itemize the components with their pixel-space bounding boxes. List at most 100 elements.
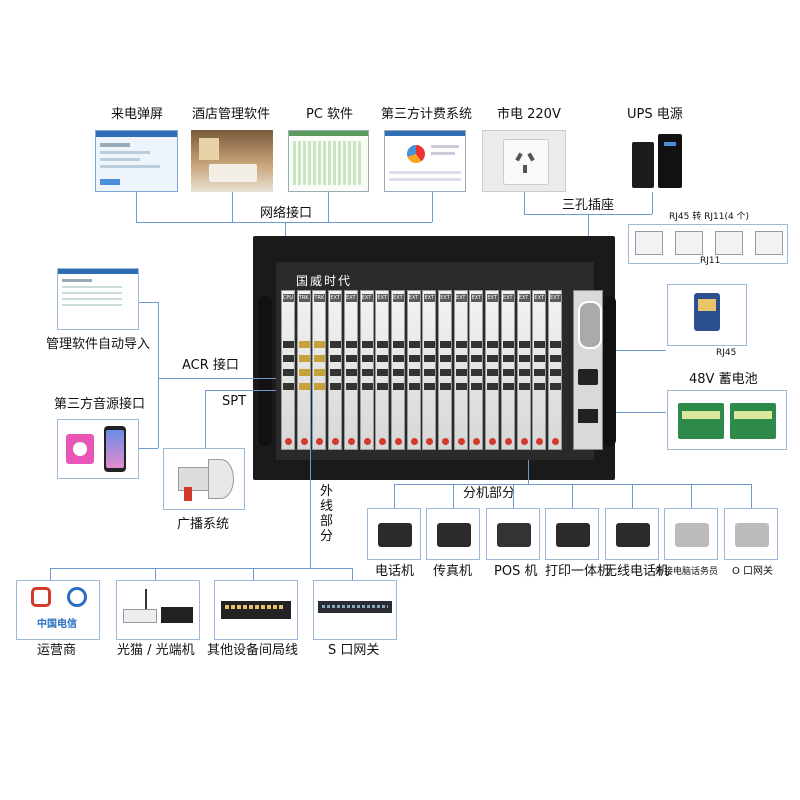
card-label: CPU <box>282 295 294 301</box>
optical-modem-box <box>116 580 200 640</box>
audio-devices-box <box>57 419 139 479</box>
card-label: TRK <box>314 295 325 301</box>
ups-image <box>612 130 694 192</box>
extension-line <box>528 460 529 484</box>
telephone-label: 电话机 <box>375 564 415 579</box>
hotel-room-photo <box>191 130 273 192</box>
incoming-popup-screenshot <box>95 130 178 192</box>
fax-box <box>426 508 480 560</box>
broadcast-label: 广播系统 <box>177 517 230 532</box>
trunk-part-label: 外线部分 <box>320 484 334 544</box>
card-label: EXT <box>455 295 466 301</box>
trunk-drop <box>155 568 156 580</box>
network-link-line <box>432 192 433 222</box>
card-slot-ext: EXT <box>500 290 515 450</box>
card-slot-ext: EXT <box>547 290 562 450</box>
s-gateway-box <box>313 580 397 640</box>
card-slot-cpu: CPU <box>281 290 295 450</box>
acr-interface-label: ACR 接口 <box>182 358 239 373</box>
operator-console-box <box>664 508 718 560</box>
rack-handle-left <box>258 296 272 446</box>
card-label: EXT <box>440 295 450 301</box>
printer-box <box>545 508 599 560</box>
card-slot-ext: EXT <box>516 290 531 450</box>
card-label: EXT <box>550 295 560 301</box>
card-slot-ext: EXT <box>328 290 343 450</box>
extension-bus-line <box>395 484 751 485</box>
card-label: EXT <box>534 295 544 301</box>
third-party-audio-label: 第三方音源接口 <box>54 397 146 412</box>
spt-label: SPT <box>222 394 247 409</box>
socket-line <box>524 192 525 214</box>
china-telecom-logo: 中国电信 <box>37 619 77 630</box>
card-slot-ext: EXT <box>375 290 390 450</box>
card-label: EXT <box>377 295 387 301</box>
rj45-to-rj11-label: RJ45 转 RJ11(4 个) <box>669 212 750 222</box>
card-slot-ext: EXT <box>390 290 405 450</box>
battery-line <box>596 412 666 413</box>
ups-line <box>652 192 653 214</box>
extension-drop <box>632 484 633 508</box>
pos-box <box>486 508 540 560</box>
s-gateway-label: S 口网关 <box>328 643 380 658</box>
billing-system-screenshot <box>384 130 466 192</box>
network-bus-line <box>136 222 432 223</box>
card-label: EXT <box>361 295 372 301</box>
printer-label: 打印一体机 <box>545 564 611 579</box>
mains-power-label: 市电 220V <box>497 107 561 122</box>
hotel-software-label: 酒店管理软件 <box>192 107 271 122</box>
rack-handle-right <box>602 296 616 446</box>
card-label: EXT <box>487 295 497 301</box>
rj45-line <box>594 350 666 351</box>
auto-import-label: 管理软件自动导入 <box>46 337 151 352</box>
pc-software-label: PC 软件 <box>306 107 354 122</box>
card-slot-ext: EXT <box>438 290 452 450</box>
fax-label: 传真机 <box>433 564 473 579</box>
pc-software-screenshot <box>288 130 369 192</box>
card-label: EXT <box>346 295 356 301</box>
card-slot-trk: TRK <box>296 290 311 450</box>
brand-logo: 国威时代 <box>296 274 353 288</box>
other-device-box <box>214 580 298 640</box>
rj45-connector-box <box>667 284 747 346</box>
incoming-popup-label: 来电弹屏 <box>111 107 164 122</box>
card-label: EXT <box>408 295 419 301</box>
three-hole-socket-label: 三孔插座 <box>560 198 617 214</box>
extension-drop <box>751 484 752 508</box>
network-link-line <box>328 192 329 222</box>
card-slot-ext: EXT <box>422 290 437 450</box>
trunk-drop <box>253 568 254 580</box>
extension-drop <box>394 484 395 508</box>
network-link-line <box>136 192 137 222</box>
o-gateway-label: O 口网关 <box>732 566 774 577</box>
o-gateway-box <box>724 508 778 560</box>
network-interface-label: 网络接口 <box>258 206 315 222</box>
extension-drop <box>691 484 692 508</box>
power-supply-module <box>573 290 603 450</box>
trunk-line <box>310 378 311 568</box>
card-label: EXT <box>503 295 513 301</box>
card-slot-ext: EXT <box>406 290 421 450</box>
card-label: EXT <box>330 295 340 301</box>
card-label: EXT <box>518 295 529 301</box>
billing-system-label: 第三方计费系统 <box>381 107 473 122</box>
card-slot-ext: EXT <box>532 290 547 450</box>
trunk-bus-line <box>50 568 352 569</box>
operator-console-label: 外接电脑话务员 <box>655 567 719 577</box>
cordless-phone-label: 无线电话机 <box>604 564 670 579</box>
extension-part-label: 分机部分 <box>461 486 518 502</box>
ups-power-label: UPS 电源 <box>627 107 683 122</box>
card-slot-ext: EXT <box>343 290 358 450</box>
spt-link <box>205 390 276 391</box>
telephone-box <box>367 508 421 560</box>
card-slot-ext: EXT <box>453 290 468 450</box>
left-bus-line <box>158 302 159 448</box>
extension-drop <box>572 484 573 508</box>
auto-import-link <box>139 302 158 303</box>
trunk-drop <box>50 568 51 580</box>
card-slot-ext: EXT <box>359 290 374 450</box>
network-link-line <box>232 192 233 222</box>
broadcast-box <box>163 448 245 510</box>
auto-import-screenshot <box>57 268 139 330</box>
card-label: EXT <box>424 295 435 301</box>
